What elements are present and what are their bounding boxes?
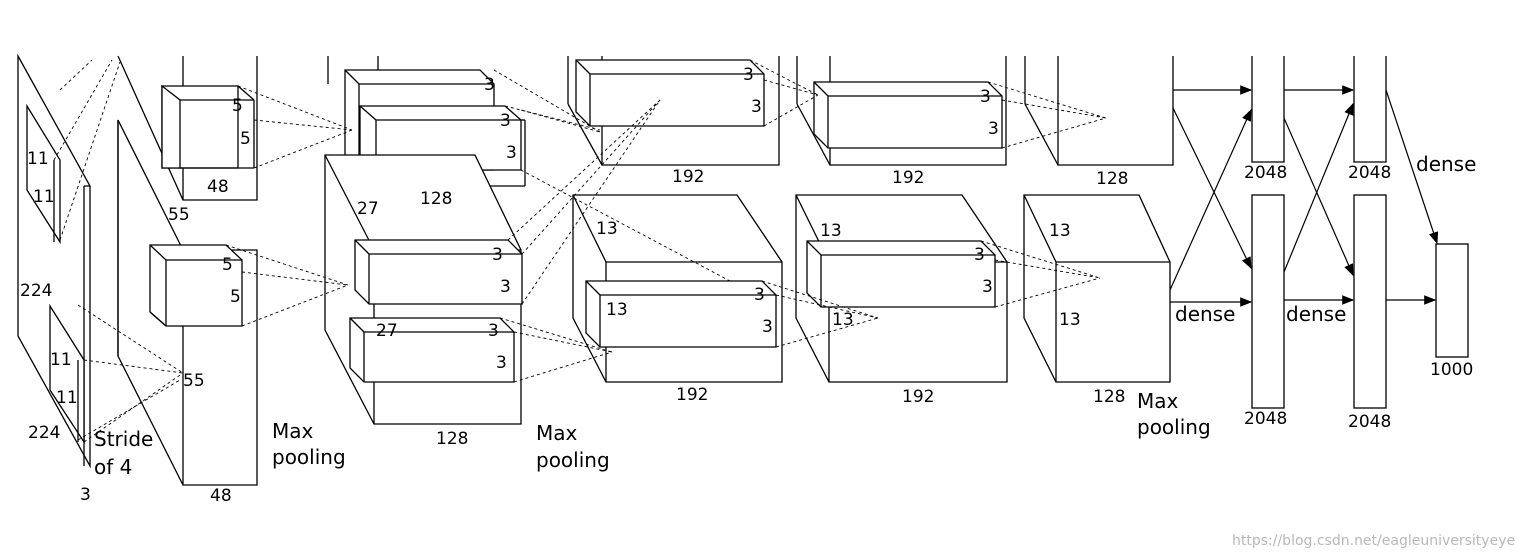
conv3-kernel-label-2: 3 [751, 97, 762, 117]
output-column [1435, 243, 1469, 358]
input-width: 224 [28, 423, 60, 443]
pool1-label-b: pooling [272, 445, 346, 469]
dense-label-1: dense [1175, 302, 1235, 326]
conv5-volume-bottom [1023, 194, 1171, 383]
fc6-top-size: 2048 [1244, 163, 1287, 183]
conv4-volume-bottom [795, 194, 1008, 383]
conv5-depth-top: 128 [1096, 169, 1128, 189]
conv2-kernel-label-5: 3 [500, 277, 511, 297]
conv1-depth-top: 48 [207, 177, 229, 197]
conv4-kernel-label-3: 3 [974, 245, 985, 265]
conv2-size-top: 27 [357, 199, 379, 219]
fc7-top-size: 2048 [1348, 163, 1391, 183]
conv1-depth-bottom: 48 [210, 486, 232, 506]
conv3-kernel-label-1: 3 [743, 65, 754, 85]
conv2-kernel-label-1: 3 [484, 75, 495, 95]
conv3-kernel-label-4: 3 [762, 317, 773, 337]
conv1-kernel-label-1: 5 [232, 96, 243, 116]
conv4-size-top: 13 [820, 221, 842, 241]
fc7-bottom-size: 2048 [1348, 412, 1391, 432]
conv1-volume-top [117, 55, 258, 201]
conv2-depth-top: 128 [420, 189, 452, 209]
conv5-depth-bottom: 128 [1093, 387, 1125, 407]
conv1-kernel-label-3: 5 [222, 255, 233, 275]
conv2-depth-bottom: 128 [436, 429, 468, 449]
conv2-kernel-label-4: 3 [492, 245, 503, 265]
conv1-volume-bottom [117, 119, 258, 486]
conv4-depth-top: 192 [892, 168, 924, 188]
dense-label-2: dense [1286, 302, 1346, 326]
pool1-label-a: Max [272, 419, 314, 443]
input-kernel-h-bottom: 11 [50, 350, 72, 370]
conv4-kernel-label-2: 3 [988, 119, 999, 139]
conv4-volume-top [796, 56, 1007, 166]
conv5-volume-top [1024, 56, 1174, 166]
input-kernel-w-bottom: 11 [56, 388, 78, 408]
stride-label-2: of 4 [94, 455, 132, 479]
dense-label-3: dense [1416, 152, 1476, 176]
input-height: 224 [20, 281, 52, 301]
conv5-size-top: 13 [1049, 221, 1071, 241]
conv3-kernel-label-3: 3 [754, 285, 765, 305]
conv4-size-bottom: 13 [832, 310, 854, 330]
conv2-kernel-label-7: 3 [496, 353, 507, 373]
pool3-label-a: Max [1137, 389, 1179, 413]
pool2-label-a: Max [536, 421, 578, 445]
dashed-connections [53, 59, 1107, 443]
output-size: 1000 [1430, 360, 1473, 380]
fc6-columns [1251, 56, 1285, 409]
conv1-size-top: 55 [168, 205, 190, 225]
watermark: https://blog.csdn.net/eagleuniversityeye [1232, 533, 1515, 549]
pool2-label-b: pooling [536, 448, 610, 472]
conv3-volume-bottom [572, 194, 783, 383]
stride-label: Stride [94, 427, 153, 451]
conv1-kernel-label-2: 5 [240, 129, 251, 149]
conv4-kernel-label-1: 3 [980, 87, 991, 107]
conv2-kernel-label-6: 3 [488, 321, 499, 341]
conv2-volume-bottom [324, 154, 523, 425]
conv5-size-bottom: 13 [1059, 310, 1081, 330]
conv3-depth-top: 192 [672, 167, 704, 187]
fc6-bottom-size: 2048 [1244, 409, 1287, 429]
diagram-labels: 11 11 11 11 224 224 3 Stride of 4 5 5 5 … [20, 65, 1515, 549]
conv2-kernel-label-3: 3 [506, 143, 517, 163]
pool3-label-b: pooling [1137, 415, 1211, 439]
conv2-kernel-label-2: 3 [500, 111, 511, 131]
conv2-volume-top [327, 56, 526, 187]
conv3-size-bottom: 13 [606, 300, 628, 320]
conv3-size-top: 13 [596, 219, 618, 239]
conv4-kernel-label-4: 3 [982, 277, 993, 297]
conv2-size-bottom: 27 [376, 321, 398, 341]
input-depth: 3 [80, 485, 91, 505]
input-kernel-w-top: 11 [33, 187, 55, 207]
conv1-kernel-label-4: 5 [230, 287, 241, 307]
input-kernel-h-top: 11 [27, 149, 49, 169]
conv3-depth-bottom: 192 [676, 385, 708, 405]
fc-arrows [1169, 85, 1439, 307]
conv1-size-bottom: 55 [183, 371, 205, 391]
input-volume [17, 53, 91, 469]
conv4-depth-bottom: 192 [902, 387, 934, 407]
fc7-columns [1353, 56, 1387, 409]
